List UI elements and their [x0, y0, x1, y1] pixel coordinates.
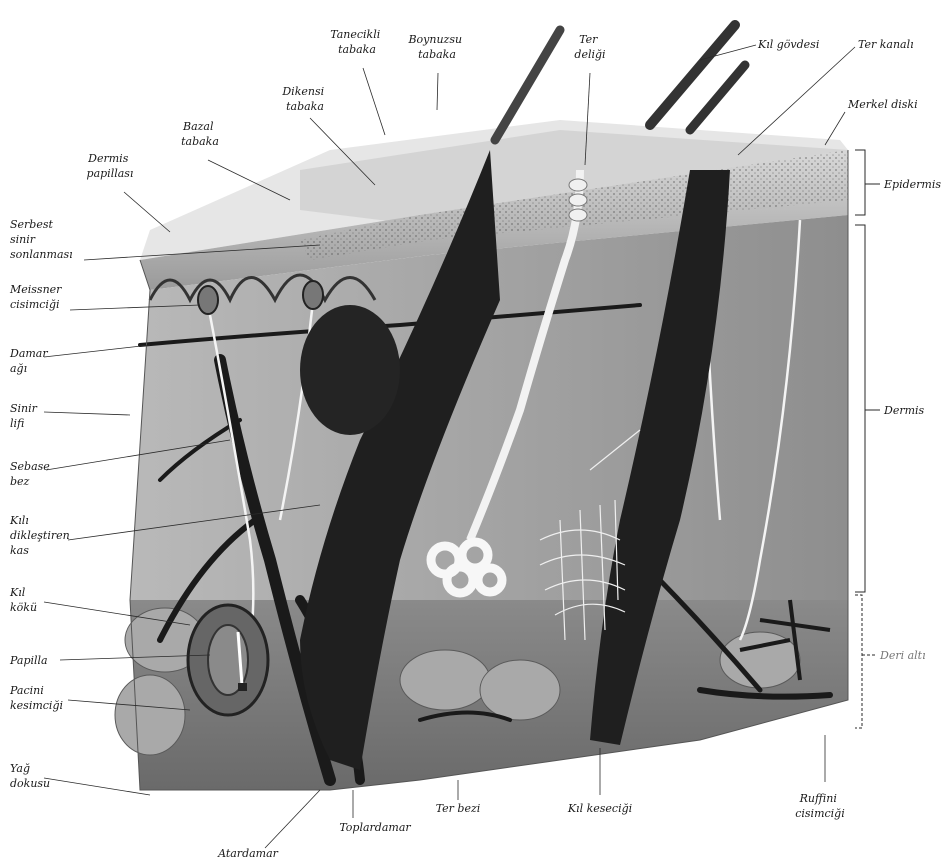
layer-brackets — [855, 150, 880, 728]
sweat-pore — [569, 179, 587, 221]
meissner-corpuscle — [303, 281, 323, 309]
label-sebase-bez: Sebase bez — [10, 460, 53, 488]
label-ruffini: Ruffini cisimciği — [795, 792, 845, 820]
label-boynuzsu: Boynuzsu tabaka — [407, 33, 465, 61]
label-dermis: Dermis — [883, 404, 925, 417]
label-kil-koku: Kıl kökü — [9, 586, 37, 614]
label-kili-diklestiren: Kılı dikleştiren kas — [9, 514, 73, 557]
label-atardamar: Atardamar — [217, 847, 279, 860]
label-papilla: Papilla — [9, 654, 48, 667]
label-kil-keseci: Kıl keseciği — [567, 802, 632, 815]
label-pacini: Pacini kesimciği — [9, 684, 63, 712]
label-toplardamar: Toplardamar — [339, 821, 411, 834]
label-sinir-lifi: Sinir lifi — [10, 402, 40, 430]
label-ter-deligi: Ter deliği — [574, 33, 605, 61]
papilla-marker-base — [238, 683, 247, 691]
label-dikensi: Dikensi tabaka — [281, 85, 327, 113]
label-damar-agi: Damar ağı — [9, 347, 51, 375]
label-epidermis: Epidermis — [883, 178, 941, 191]
epidermis-bracket — [855, 150, 865, 215]
label-meissner: Meissner cisimciği — [9, 283, 65, 311]
skin-block — [115, 25, 848, 790]
label-ter-bezi: Ter bezi — [436, 802, 481, 815]
label-tanecikli: Tanecikli tabaka — [330, 28, 384, 56]
label-yag-dokusu: Yağ dokusu — [10, 762, 50, 790]
label-bazal: Bazal tabaka — [181, 120, 219, 148]
label-serbest-sinir: Serbest sinir sonlanması — [10, 218, 73, 261]
dermis-bracket — [855, 225, 865, 592]
label-kil-govdesi: Kıl gövdesi — [757, 38, 819, 51]
label-deri-alti: Deri altı — [879, 649, 926, 662]
label-merkel: Merkel diski — [847, 98, 918, 111]
label-ter-kanali: Ter kanalı — [858, 38, 914, 51]
label-dermis-papillasi: Dermis papillası — [87, 152, 134, 180]
meissner-corpuscle — [198, 286, 218, 314]
subcutis-bracket — [855, 595, 862, 728]
